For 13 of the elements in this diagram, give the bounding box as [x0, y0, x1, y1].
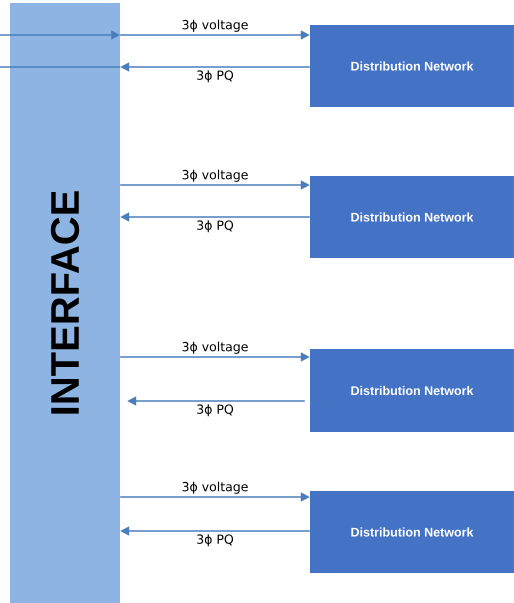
edge-label: 3ɸ voltage	[182, 170, 248, 182]
network-box: Distribution Network	[310, 491, 514, 573]
network-box: Distribution Network	[310, 25, 514, 107]
network-box: Distribution Network	[310, 349, 514, 432]
edge-label: 3ɸ voltage	[182, 20, 248, 32]
edge-label: 3ɸ voltage	[182, 342, 248, 354]
edge-label: 3ɸ PQ	[197, 404, 234, 416]
edge-label: 3ɸ PQ	[197, 534, 234, 546]
interface-bar: INTERFACE	[10, 3, 120, 603]
edge-label: 3ɸ PQ	[197, 70, 234, 82]
edge-label: 3ɸ voltage	[182, 482, 248, 494]
network-box: Distribution Network	[310, 176, 514, 258]
edge-label: 3ɸ PQ	[197, 220, 234, 232]
